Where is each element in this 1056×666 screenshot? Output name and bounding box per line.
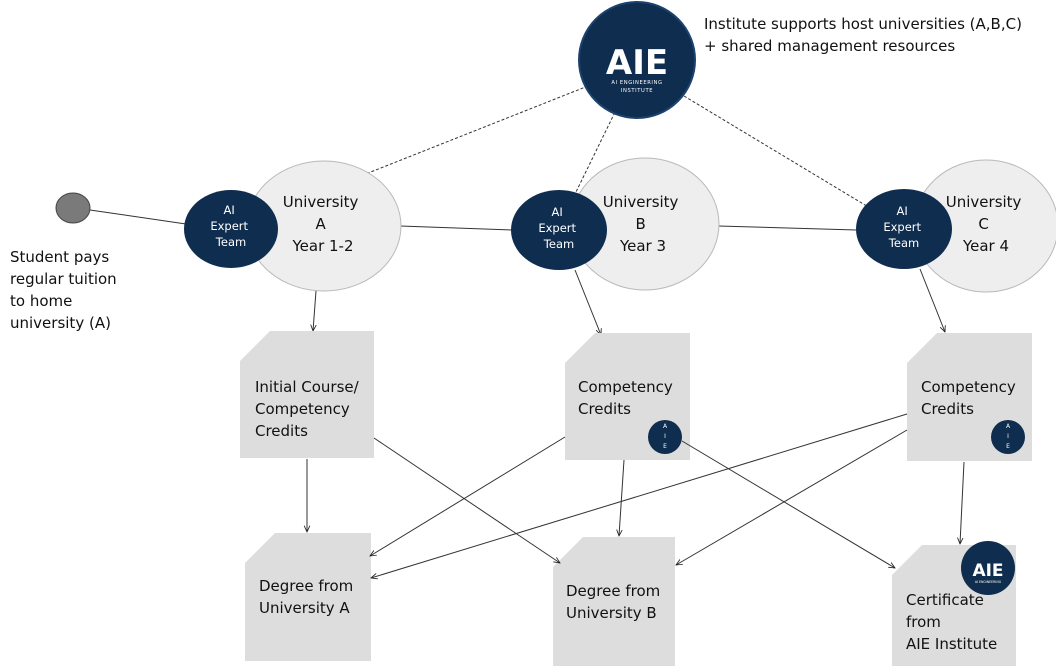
degree-a-label: Degree from University A [259,577,358,617]
university-c-label: University C Year 4 [946,193,1026,255]
degree-doc-a [245,533,371,661]
arrow-credits-c-to-degree-a [371,413,908,578]
expert-team-a-label: AI Expert Team [210,203,251,249]
degree-b-label: Degree from University B [566,582,665,622]
student-note: Student pays regular tuition to home uni… [10,248,121,332]
institute-logo-subtitle-1: AI ENGINEERING [611,80,662,86]
credits-b-label: Competency Credits [578,378,678,418]
arrow-a-to-credits [313,290,316,331]
svg-text:AIE: AIE [972,561,1003,581]
university-a-label: University A Year 1-2 [283,193,363,255]
arrow-credits-b-to-certificate [681,440,895,568]
arrow-credits-b-to-degree-a [370,436,566,556]
arrow-credits-c-to-certificate [960,461,965,544]
svg-text:A: A [663,423,668,430]
svg-text:I: I [1007,433,1009,440]
institute-link-a [299,85,589,201]
aie-badge-icon: A I E [991,420,1025,454]
institute-link-c [683,95,871,209]
university-b-label: University B Year 3 [603,193,683,255]
institute-logo-text: AIE [606,43,668,83]
expert-team-c-label: AI Expert Team [883,204,924,250]
credits-c-label: Competency Credits [921,378,1021,418]
arrow-c-to-credits [919,268,945,332]
institute-logo: AIE AI ENGINEERING INSTITUTE [578,1,696,119]
student-link [89,209,187,225]
credits-a-label: Initial Course/ Competency Credits [255,378,363,440]
svg-text:E: E [1006,443,1010,450]
svg-text:I: I [664,433,666,440]
aie-badge-icon: A I E [648,420,682,454]
student-node [55,192,91,224]
expert-team-a [184,190,278,268]
certificate-label: Certificate from AIE Institute [906,591,997,653]
certificate-logo-icon: AIE AI ENGINEERING [961,541,1015,595]
institute-logo-subtitle-2: INSTITUTE [621,88,653,94]
expert-team-b [511,190,607,270]
institute-link-b [575,107,618,193]
arrow-credits-c-to-degree-b [676,429,908,565]
svg-text:A: A [1006,423,1011,430]
link-b-to-c [717,225,857,231]
link-a-to-b [399,225,513,231]
institute-note: Institute supports host universities (A,… [704,15,1027,55]
expert-team-b-label: AI Expert Team [538,205,579,251]
credits-doc-a [240,331,374,458]
arrow-b-to-credits [574,269,601,335]
degree-doc-b [553,537,675,666]
arrow-credits-a-to-degree-b [373,437,560,563]
expert-team-c [856,189,952,269]
svg-text:E: E [663,443,667,450]
svg-text:AI ENGINEERING: AI ENGINEERING [975,580,1002,584]
arrow-credits-b-to-degree-b [619,459,625,536]
